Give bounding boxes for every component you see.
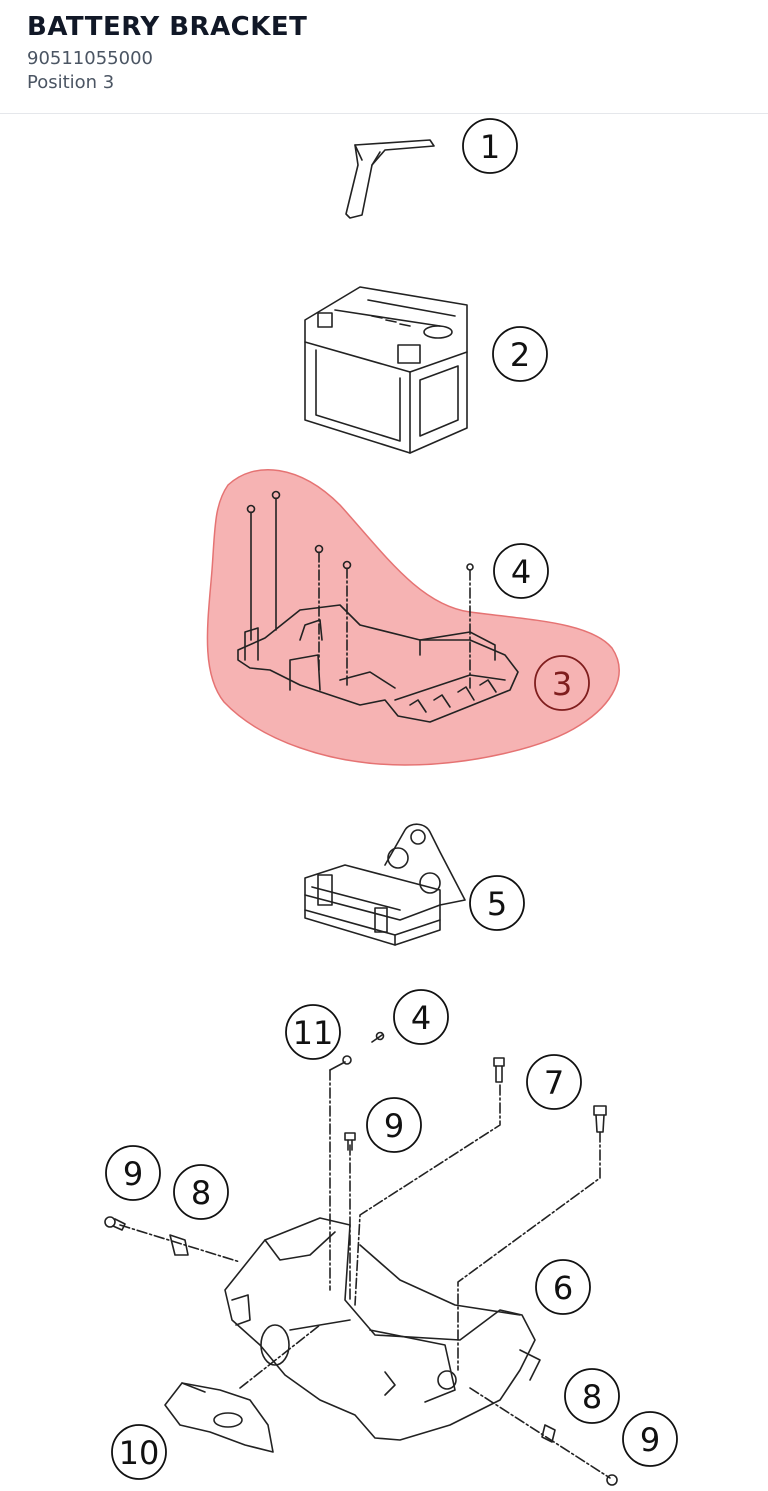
svg-text:11: 11 xyxy=(293,1014,334,1052)
svg-text:4: 4 xyxy=(411,999,431,1037)
callout-9-center: 9 xyxy=(366,1097,422,1153)
callout-4-top: 4 xyxy=(493,543,549,599)
callout-8-left: 8 xyxy=(173,1164,229,1220)
svg-text:9: 9 xyxy=(384,1107,404,1145)
battery-holder-highlight xyxy=(206,468,620,766)
callout-5: 5 xyxy=(469,875,525,931)
fasteners xyxy=(104,1031,618,1486)
svg-text:5: 5 xyxy=(487,885,507,923)
callout-3: 3 xyxy=(534,655,590,711)
callout-10: 10 xyxy=(111,1424,167,1480)
callout-4-bottom: 4 xyxy=(393,989,449,1045)
lower-tray-part xyxy=(119,1061,611,1479)
battery-holder-part xyxy=(237,490,519,723)
callout-8-right: 8 xyxy=(564,1368,620,1424)
svg-text:9: 9 xyxy=(640,1421,660,1459)
part-number: 90511055000 xyxy=(27,48,153,69)
svg-text:7: 7 xyxy=(544,1064,564,1102)
callout-1: 1 xyxy=(462,118,518,174)
battery-part xyxy=(304,286,468,454)
callout-2: 2 xyxy=(492,326,548,382)
position-label: Position 3 xyxy=(27,72,115,93)
battery-strap-part xyxy=(345,139,435,219)
page-header: BATTERY BRACKET 90511055000 Position 3 xyxy=(0,0,768,114)
page-title: BATTERY BRACKET xyxy=(27,12,308,42)
callout-7: 7 xyxy=(526,1054,582,1110)
callout-6: 6 xyxy=(535,1259,591,1315)
regulator-part xyxy=(304,823,466,946)
cover-part xyxy=(164,1382,274,1453)
svg-text:6: 6 xyxy=(553,1269,573,1307)
callout-9-left: 9 xyxy=(105,1145,161,1201)
callout-11: 11 xyxy=(285,1004,341,1060)
svg-text:9: 9 xyxy=(123,1155,143,1193)
svg-text:2: 2 xyxy=(510,336,530,374)
svg-text:8: 8 xyxy=(191,1174,211,1212)
svg-text:1: 1 xyxy=(480,128,500,166)
callout-9-right: 9 xyxy=(622,1411,678,1467)
svg-text:8: 8 xyxy=(582,1378,602,1416)
exploded-parts-diagram: 1 2 3 4 5 4 11 7 xyxy=(104,118,678,1486)
svg-text:4: 4 xyxy=(511,553,531,591)
svg-text:10: 10 xyxy=(119,1434,160,1472)
svg-text:3: 3 xyxy=(552,665,572,703)
